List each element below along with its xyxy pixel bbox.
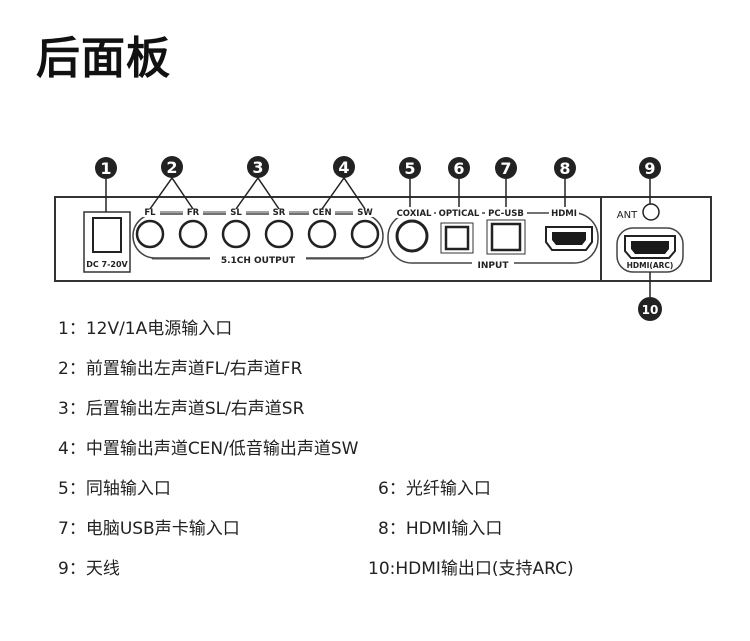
- optical-jack: [444, 225, 470, 251]
- callout-6: [448, 157, 470, 179]
- rca-jack-sr: [264, 219, 294, 249]
- port-label-cen: CEN: [312, 208, 331, 218]
- port-label-fl: FL: [144, 208, 156, 218]
- coaxial-jack: [395, 219, 429, 253]
- antenna-jack: [642, 203, 660, 221]
- callout-9: [639, 157, 661, 179]
- svg-text:5: 5: [404, 159, 415, 178]
- legend-item-10: 10:HDMI输出口(支持ARC): [368, 559, 574, 579]
- output-port-labels: FL FR SL SR CEN SW: [140, 206, 377, 218]
- rear-panel-diagram: DC 7-20V 5.1CH OUTPUT FL FR SL SR CEN SW…: [54, 156, 712, 321]
- power-jack-socket: [92, 217, 122, 253]
- callout-1: [95, 157, 117, 179]
- callout-8: [554, 157, 576, 179]
- port-label-sw: SW: [357, 208, 373, 218]
- legend-item-9: 9：天线: [58, 559, 120, 579]
- legend-item-6: 6：光纤输入口: [378, 479, 491, 499]
- callout-4: [333, 156, 355, 178]
- power-jack-label: DC 7-20V: [86, 260, 128, 269]
- rca-jack-fl: [135, 219, 165, 249]
- port-label-sr: SR: [273, 208, 286, 218]
- ant-label: ANT: [617, 210, 638, 221]
- svg-text:1: 1: [100, 159, 111, 178]
- legend-item-2: 2：前置输出左声道FL/右声道FR: [58, 359, 303, 379]
- rca-jacks: [135, 219, 380, 249]
- svg-text:7: 7: [500, 159, 511, 178]
- svg-text:10: 10: [642, 303, 659, 317]
- output-group-label: 5.1CH OUTPUT: [221, 256, 296, 266]
- svg-text:6: 6: [453, 159, 464, 178]
- rca-jack-sl: [221, 219, 251, 249]
- callout-10: [638, 297, 662, 321]
- page-title: 后面板: [36, 33, 171, 84]
- callout-3: [247, 156, 269, 178]
- legend-item-5: 5：同轴输入口: [58, 479, 171, 499]
- svg-text:2: 2: [166, 158, 177, 177]
- callout-2: [161, 156, 183, 178]
- callout-5: [399, 157, 421, 179]
- port-label-hdmi-in: HDMI: [551, 209, 577, 219]
- legend-item-8: 8：HDMI输入口: [378, 519, 503, 539]
- legend-item-1: 1：12V/1A电源输入口: [58, 319, 233, 339]
- usb-jack: [490, 222, 522, 252]
- port-label-coaxial: COXIAL: [397, 209, 432, 219]
- port-label-pc-usb: PC-USB: [488, 209, 524, 219]
- callout-7: [495, 157, 517, 179]
- rca-jack-sw: [350, 219, 380, 249]
- port-label-optical: OPTICAL: [439, 209, 480, 219]
- svg-text:9: 9: [644, 159, 655, 178]
- input-group-label: INPUT: [478, 261, 510, 271]
- legend-item-7: 7：电脑USB声卡输入口: [58, 519, 240, 539]
- legend-item-3: 3：后置输出左声道SL/右声道SR: [58, 399, 305, 419]
- port-label-fr: FR: [187, 208, 200, 218]
- input-port-labels: COXIAL OPTICAL PC-USB HDMI: [394, 207, 579, 219]
- svg-text:8: 8: [559, 159, 570, 178]
- svg-text:4: 4: [338, 158, 349, 177]
- port-label-sl: SL: [230, 208, 242, 218]
- callout-badges: 1 2 3 4 5 6 7 8 9 10: [95, 156, 662, 321]
- rca-jack-cen: [307, 219, 337, 249]
- rca-jack-fr: [178, 219, 208, 249]
- svg-text:3: 3: [252, 158, 263, 177]
- legend-item-4: 4：中置输出声道CEN/低音输出声道SW: [58, 439, 359, 459]
- hdmi-out-label: HDMI(ARC): [627, 261, 674, 270]
